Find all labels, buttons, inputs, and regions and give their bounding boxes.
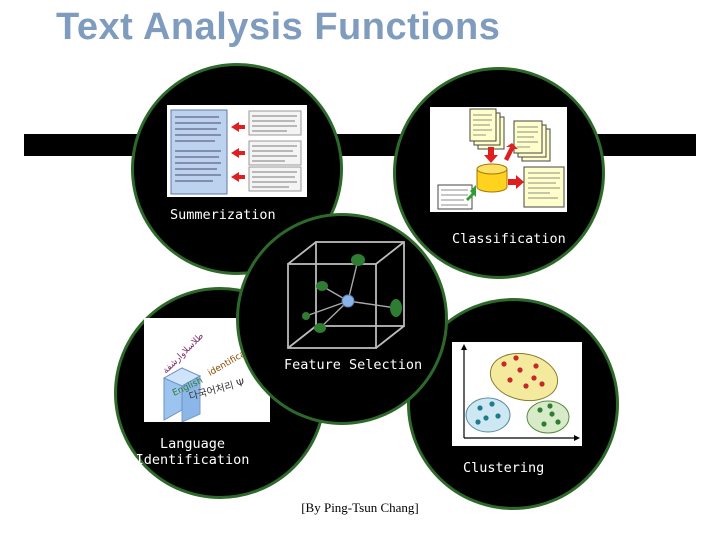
credit: [By Ping-Tsun Chang] — [301, 500, 419, 515]
language-identification-label-line1: Language — [159, 436, 226, 452]
summarization-image — [167, 105, 307, 197]
language-identification-label-line2: Identification — [135, 452, 250, 468]
slide-title: Text Analysis Functions — [56, 6, 501, 48]
summarization-label: Summerization — [170, 207, 276, 223]
clustering-label: Clustering — [463, 460, 545, 476]
feature-selection-circle — [236, 213, 448, 425]
classification-label: Classification — [452, 231, 566, 247]
feature-selection-label: Feature Selection — [284, 357, 423, 373]
language-identification-label: Language Identification — [130, 436, 255, 468]
classification-image — [430, 107, 567, 212]
clustering-image — [452, 342, 582, 446]
feature-selection-cube — [276, 230, 416, 360]
